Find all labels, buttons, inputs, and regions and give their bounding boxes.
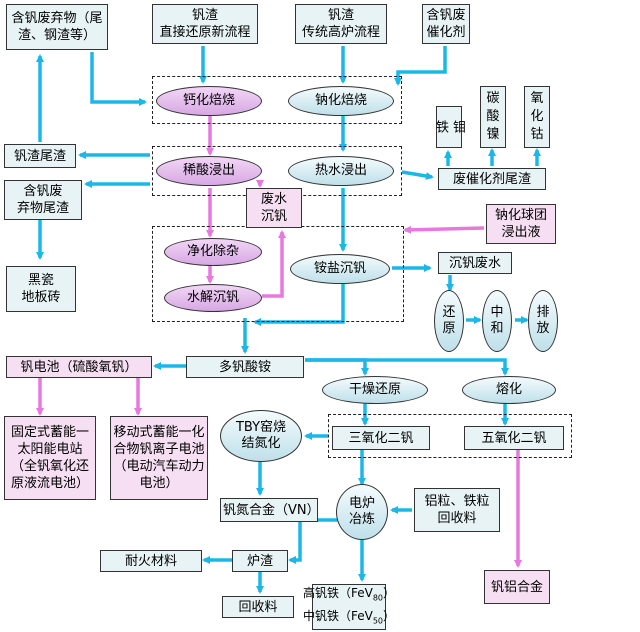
recycle-box: 回收料 bbox=[222, 596, 294, 618]
waste-tailings-box: 含钒废 弃物尾渣 bbox=[4, 180, 82, 220]
slag-tailings-box: 钒渣尾渣 bbox=[4, 144, 76, 168]
waste-top-box: 含钒废弃物（尾渣、钢渣等） bbox=[6, 4, 108, 50]
v2o5-box: 五氧化二钒 bbox=[464, 426, 564, 450]
purify-node: 净化除杂 bbox=[164, 238, 262, 266]
sodium-roast-node: 钠化焙烧 bbox=[288, 86, 394, 116]
catalyst-tail-box: 废催化剂尾渣 bbox=[438, 168, 546, 190]
fev80-label: 高钒铁（FeV bbox=[302, 585, 373, 600]
reduce-node: 还 原 bbox=[434, 290, 464, 352]
neutralize-node: 中 和 bbox=[482, 290, 512, 352]
black-tile-box: 黑瓷 地板砖 bbox=[6, 266, 76, 312]
arrow-waste-to-calcium bbox=[90, 52, 147, 106]
vn-alloy-box: 钒氮合金（VN） bbox=[220, 498, 320, 522]
fev50-paren: ） bbox=[383, 609, 396, 623]
waste-water-sink-box: 废水 沉钒 bbox=[246, 188, 302, 228]
al-fe-recycle-box: 铝粒、铁粒 回收料 bbox=[414, 488, 500, 532]
furnace-slag-box: 炉渣 bbox=[232, 550, 288, 572]
arrow-hydro-to-wastewater bbox=[262, 230, 286, 298]
melt-node: 熔化 bbox=[462, 376, 556, 404]
catalyst-box: 含钒废 催化剂 bbox=[422, 4, 470, 44]
fev80-line: 高钒铁（FeV80） bbox=[303, 584, 395, 607]
ammonium-sink-node: 铵盐沉钒 bbox=[290, 254, 390, 284]
refractory-box: 耐火材料 bbox=[100, 550, 202, 572]
fev50-line: 中钒铁（FeV50） bbox=[303, 607, 395, 630]
sink-waste-water-box: 沉钒废水 bbox=[438, 252, 512, 274]
arrow-poly-to-dry bbox=[305, 358, 369, 376]
arrow-ammonium-to-polyvanadate bbox=[253, 282, 345, 326]
slag-direct-box: 钒渣 直接还原新流程 bbox=[152, 4, 258, 44]
hot-water-leach-node: 热水浸出 bbox=[288, 156, 394, 186]
fixed-storage-box: 固定式蓄能一太阳能电站（全钒氧化还原液流电池） bbox=[4, 416, 96, 500]
mo-iron-box: 钼 铁 bbox=[433, 106, 465, 148]
cobalt-oxide-box: 氧 化 钴 bbox=[524, 86, 550, 148]
fev80-paren: ） bbox=[383, 585, 396, 600]
vanadium-aluminum-box: 钒铝合金 bbox=[484, 570, 550, 604]
oxide-group bbox=[328, 414, 572, 458]
eaf-node: 电炉 冶炼 bbox=[336, 484, 388, 540]
roast-group bbox=[152, 76, 402, 124]
mobile-storage-box: 移动式蓄能一化合物钒离子电池（电动汽车动力电池） bbox=[110, 416, 208, 500]
battery-box: 钒电池（硫酸氧钒） bbox=[6, 356, 152, 378]
slag-traditional-box: 钒渣 传统高炉流程 bbox=[295, 4, 387, 44]
dry-reduce-node: 干燥还原 bbox=[322, 376, 428, 404]
acid-leach-node: 稀酸浸出 bbox=[156, 156, 262, 186]
fev50-label: 中钒铁（FeV bbox=[302, 609, 373, 623]
arrow-poly-to-melt bbox=[305, 358, 509, 376]
arrow-pellet-to-block bbox=[403, 225, 485, 234]
ferrovanadium-box: 高钒铁（FeV80） 中钒铁（FeV50） bbox=[303, 584, 395, 630]
arrow-catalyst-to-sodium bbox=[394, 46, 447, 86]
v2o3-box: 三氧化二钒 bbox=[332, 426, 430, 450]
discharge-node: 排 放 bbox=[528, 290, 558, 352]
pellet-leach-box: 钠化球团 浸出液 bbox=[486, 204, 556, 244]
fev50-subscript: 50 bbox=[372, 616, 384, 626]
nickel-carbonate-box: 碳 酸 镍 bbox=[480, 86, 506, 148]
hydro-sink-node: 水解沉钒 bbox=[164, 284, 262, 312]
arrow-eaf-to-slag bbox=[288, 518, 338, 564]
tby-kiln-node: TBY窑烧 结氮化 bbox=[220, 410, 302, 462]
arrow-block-to-catalyst-tail bbox=[401, 170, 434, 180]
calcium-roast-node: 钙化焙烧 bbox=[156, 86, 262, 116]
fev80-subscript: 80 bbox=[372, 593, 384, 602]
ammonium-polyvanadate-box: 多钒酸铵 bbox=[186, 356, 304, 378]
